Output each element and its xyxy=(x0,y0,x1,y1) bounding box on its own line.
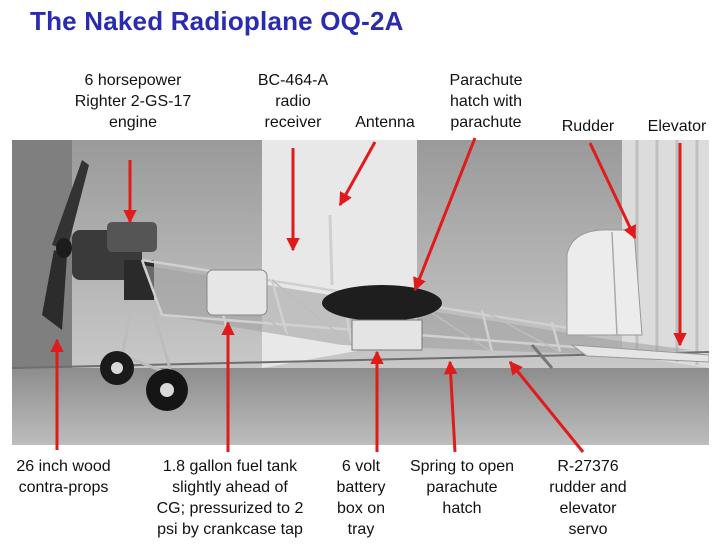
label-servo: R-27376 rudder and elevator servo xyxy=(549,458,627,538)
label-fuel-tank: 1.8 gallon fuel tank slightly ahead of C… xyxy=(156,458,304,538)
label-elevator: Elevator xyxy=(647,118,707,135)
label-battery: 6 volt battery box on tray xyxy=(336,458,386,538)
label-engine: 6 horsepower Righter 2-GS-17 engine xyxy=(74,72,192,131)
airplane-illustration xyxy=(11,140,710,445)
label-rudder: Rudder xyxy=(561,118,615,135)
label-spring: Spring to open parachute hatch xyxy=(409,458,515,517)
label-radio-receiver: BC-464-A radio receiver xyxy=(257,72,329,131)
label-antenna: Antenna xyxy=(355,114,415,131)
label-contra-props: 26 inch wood contra-props xyxy=(16,458,111,496)
page-title: The Naked Radioplane OQ-2A xyxy=(30,6,404,36)
airplane-photo xyxy=(11,140,710,445)
label-parachute-hatch: Parachute hatch with parachute xyxy=(449,72,523,131)
